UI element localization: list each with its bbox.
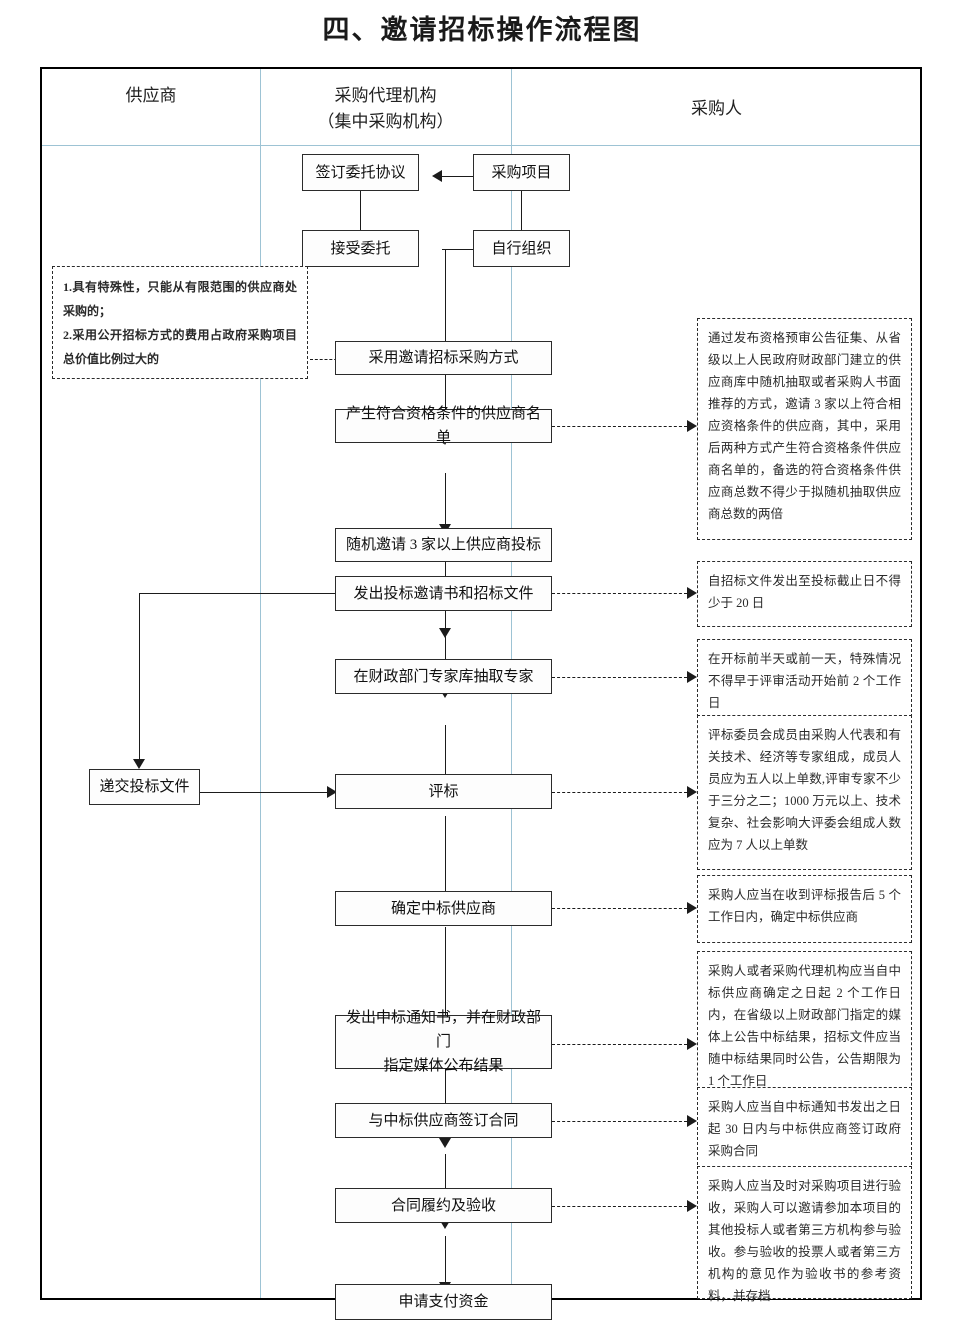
connector-issue-to-submit-v <box>139 593 140 765</box>
connector-issue-to-submit-h <box>139 593 339 594</box>
connector-project-to-self <box>521 184 522 237</box>
lane-header-buyer: 采购人 <box>691 99 742 118</box>
lane-header-agency: 采购代理机构 （集中采购机构） <box>260 83 511 135</box>
node-bid-evaluation[interactable]: 评标 <box>335 774 552 809</box>
arrowhead-notice-to-contract <box>439 1138 451 1148</box>
arrowhead-note-contract-deadline <box>687 1115 697 1127</box>
arrowhead-note-acceptance <box>687 1200 697 1212</box>
node-generate-qualified-list[interactable]: 产生符合资格条件的供应商名单 <box>335 406 552 446</box>
note-acceptance: 采购人应当及时对采购项目进行验收，采购人可以邀请参加本项目的其他投标人或者第三方… <box>697 1166 912 1303</box>
connector-list-to-invite3 <box>445 473 446 529</box>
connector-experts-to-evaluation <box>445 725 446 785</box>
node-accept-entrust[interactable]: 接受委托 <box>302 230 419 267</box>
connector-sign-to-accept <box>360 191 361 237</box>
node-self-organize[interactable]: 自行组织 <box>473 230 570 267</box>
connector-note-qualified-list <box>552 426 687 427</box>
page-title: 四、邀请招标操作流程图 <box>322 15 642 45</box>
node-issue-award-notice[interactable]: 发出中标通知书，并在财政部门 指定媒体公布结果 <box>335 1010 552 1074</box>
connector-invited-to-list <box>445 375 446 440</box>
arrowhead-note-determine-winner <box>687 902 697 914</box>
connector-note-announce-result <box>552 1044 687 1045</box>
connector-note-evaluation-committee <box>552 792 687 793</box>
arrowhead-project-to-sign <box>432 170 442 182</box>
lane-header-supplier: 供应商 <box>125 86 177 105</box>
connector-note-bid-deadline <box>552 593 687 594</box>
arrowhead-submit-to-evaluation <box>327 786 337 798</box>
lane-header-agency-line1: 采购代理机构 <box>334 86 437 105</box>
connector-note-invited-conditions <box>310 359 342 360</box>
connector-note-acceptance <box>552 1206 687 1207</box>
connector-evaluation-to-winner <box>445 816 446 901</box>
node-apply-payment[interactable]: 申请支付资金 <box>335 1284 552 1320</box>
note-expert-draw-time: 在开标前半天或前一天，特殊情况不得早于评审活动开始前 2 个工作日 <box>697 639 912 727</box>
node-issue-invitation-docs[interactable]: 发出投标邀请书和招标文件 <box>335 576 552 611</box>
arrowhead-note-bid-deadline <box>687 587 697 599</box>
connector-acceptance-to-payment <box>445 1236 446 1288</box>
lane-header-rule <box>42 145 920 146</box>
node-sign-entrust-agreement[interactable]: 签订委托协议 <box>302 154 419 191</box>
connector-issue-to-experts <box>445 611 446 694</box>
arrowhead-note-announce-result <box>687 1038 697 1050</box>
node-sign-contract[interactable]: 与中标供应商签订合同 <box>335 1103 552 1138</box>
connector-note-expert-draw <box>552 677 687 678</box>
arrowhead-contract-to-acceptance <box>439 1219 451 1229</box>
note-announce-result: 采购人或者采购代理机构应当自中标供应商确定之日起 2 个工作日内，在省级以上财政… <box>697 951 912 1106</box>
connector-winner-to-notice <box>445 927 446 1025</box>
flowchart-frame: 供应商 采购代理机构 （集中采购机构） 采购人 <box>40 67 922 1320</box>
node-submit-bid-documents[interactable]: 递交投标文件 <box>89 769 200 805</box>
node-adopt-invited-bidding[interactable]: 采用邀请招标采购方式 <box>335 341 552 375</box>
connector-project-to-sign <box>442 176 502 177</box>
connector-note-determine-winner <box>552 908 687 909</box>
node-contract-performance-acceptance[interactable]: 合同履约及验收 <box>335 1188 552 1223</box>
note-qualified-supplier-list: 通过发布资格预审公告征集、从省级以上人民政府财政部门建立的供应商库中随机抽取或者… <box>697 318 912 540</box>
arrowhead-note-evaluation-committee <box>687 786 697 798</box>
arrowhead-issue-to-submit <box>133 759 145 769</box>
node-procurement-project[interactable]: 采购项目 <box>473 154 570 191</box>
lane-header-agency-line2: （集中采购机构） <box>317 112 454 131</box>
arrowhead-note-qualified-list <box>687 420 697 432</box>
note-invited-bidding-conditions: 1.具有特殊性，只能从有限范围的供应商处采购的； 2.采用公开招标方式的费用占政… <box>52 266 308 379</box>
lane-divider-supplier-agency <box>260 69 261 1298</box>
connector-bus-to-invited-bidding <box>445 249 446 349</box>
note-evaluation-committee: 评标委员会成员由采购人代表和有关技术、经济等专家组成，成员人员应为五人以上单数,… <box>697 715 912 870</box>
connector-submit-to-evaluation <box>200 792 332 793</box>
note-contract-deadline: 采购人应当自中标通知书发出之日起 30 日内与中标供应商签订政府采购合同 <box>697 1087 912 1175</box>
node-draw-experts[interactable]: 在财政部门专家库抽取专家 <box>335 659 552 694</box>
connector-note-contract-deadline <box>552 1121 687 1122</box>
node-invite-three-suppliers[interactable]: 随机邀请 3 家以上供应商投标 <box>335 528 552 562</box>
node-determine-winner[interactable]: 确定中标供应商 <box>335 891 552 926</box>
arrowhead-note-expert-draw <box>687 671 697 683</box>
note-bid-deadline: 自招标文件发出至投标截止日不得少于 20 日 <box>697 561 912 627</box>
note-determine-winner-deadline: 采购人应当在收到评标报告后 5 个工作日内，确定中标供应商 <box>697 875 912 943</box>
